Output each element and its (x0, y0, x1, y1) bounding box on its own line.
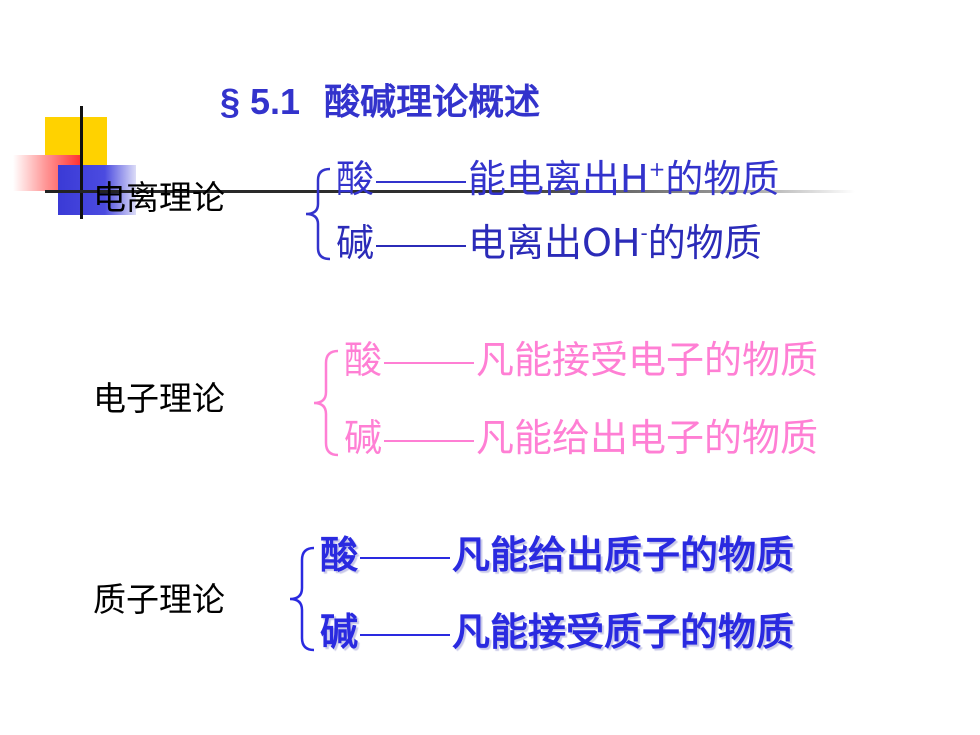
proton-theory-label: 质子理论 (93, 580, 225, 619)
electron-base-term: 碱 (344, 416, 383, 460)
electron-acid-line: 酸 凡能接受电子的物质 (344, 335, 818, 385)
electron-brace-icon (313, 349, 339, 457)
ionization-acid-def-tail: 的物质 (665, 157, 780, 201)
proton-acid-line: 酸 凡能给出质子的物质 (320, 530, 794, 580)
ionization-base-def: 电离出OH (468, 221, 641, 265)
dash (384, 439, 475, 442)
section-number: § 5.1 (220, 81, 301, 122)
ionization-base-line: 碱 电离出OH-的物质 (336, 218, 762, 268)
slide-title: § 5.1 酸碱理论概述 (220, 72, 540, 132)
electron-theory-label: 电子理论 (93, 379, 225, 418)
proton-brace-icon (289, 546, 315, 652)
electron-base-def: 凡能给出电子的物质 (476, 416, 819, 460)
dash (384, 361, 475, 364)
ionization-theory-label: 电离理论 (93, 178, 225, 217)
decor-vertical-line (80, 106, 83, 219)
ionization-acid-line: 酸 能电离出H+的物质 (336, 154, 779, 204)
electron-acid-term: 酸 (344, 338, 383, 382)
ionization-acid-def: 能电离出H (468, 157, 649, 201)
superscript-plus: + (648, 157, 666, 181)
proton-base-line: 碱 凡能接受质子的物质 (320, 607, 794, 657)
dash (376, 244, 467, 247)
dash (360, 556, 451, 559)
superscript-minus: - (640, 221, 648, 245)
ionization-brace-icon (305, 167, 331, 261)
proton-base-term: 碱 (320, 610, 359, 654)
electron-base-line: 碱 凡能给出电子的物质 (344, 413, 818, 463)
ionization-acid-term: 酸 (336, 157, 375, 201)
proton-acid-def: 凡能给出质子的物质 (452, 533, 795, 577)
dash (376, 180, 467, 183)
decor-horizontal-line (45, 190, 855, 193)
proton-base-def: 凡能接受质子的物质 (452, 610, 795, 654)
proton-acid-term: 酸 (320, 533, 359, 577)
dash (360, 633, 451, 636)
ionization-base-def-tail: 的物质 (647, 221, 762, 265)
electron-acid-def: 凡能接受电子的物质 (476, 338, 819, 382)
ionization-base-term: 碱 (336, 221, 375, 265)
title-text: 酸碱理论概述 (324, 81, 541, 122)
